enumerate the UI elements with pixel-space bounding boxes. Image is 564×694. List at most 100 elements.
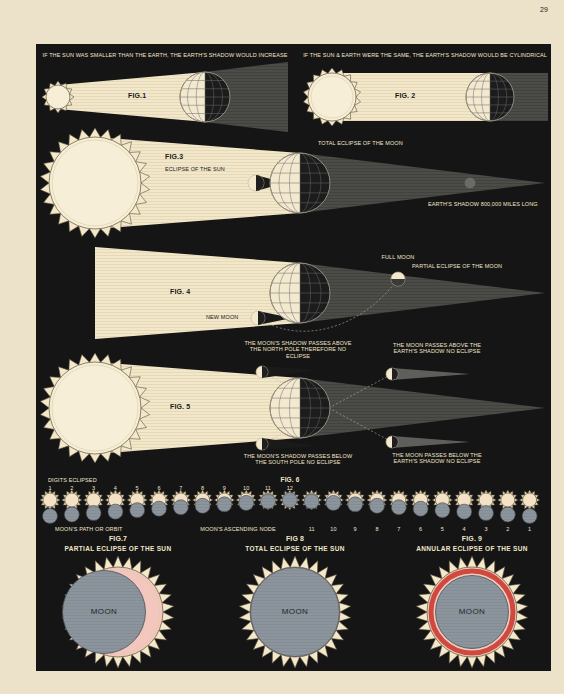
digit-number: 7 [397, 526, 400, 532]
earth-parallel [181, 88, 228, 89]
earth-parallel [277, 427, 322, 428]
earth-parallel [270, 183, 330, 184]
moon-disk [386, 436, 398, 448]
earth-outline [180, 72, 230, 122]
caption-text: IF THE SUN WAS SMALLER THAN THE EARTH, T… [43, 52, 288, 58]
moon-disk [256, 366, 268, 378]
moon-symbol [386, 368, 398, 380]
figure-label: FIG. 4 [170, 288, 190, 296]
sun-disk [250, 567, 340, 657]
digit-number: 11 [309, 526, 315, 532]
sun-rays [40, 353, 149, 463]
sun-rays [520, 490, 540, 510]
figure-label: FIG. 2 [395, 92, 415, 100]
full-moon [391, 272, 405, 286]
caption-text: MOON'S PATH OR ORBIT [55, 526, 123, 532]
figure-label: FIG.1 [128, 92, 146, 100]
sun-node: ANNULAR ECLIPSE OF THE SUNMOON [416, 556, 528, 668]
earth-parallel [272, 302, 329, 303]
caption-text: TOTAL ECLIPSE OF THE MOON [318, 140, 403, 146]
eclipse-title: PARTIAL ECLIPSE OF THE SUN [65, 545, 172, 552]
digit-number: 4 [463, 526, 466, 532]
digit-number: 6 [419, 526, 422, 532]
caption-text: ECLIPSE OF THE SUN [165, 166, 225, 172]
digit-number: 7 [179, 485, 182, 491]
moon-shadow [262, 438, 318, 450]
sun-rays [323, 490, 343, 510]
caption-text: EARTH'S SHADOW 800,000 MILES LONG [428, 201, 538, 207]
figure-label: FIG 8 [286, 535, 304, 543]
caption-text: THE MOON PASSES BELOW THE EARTH'S SHADOW… [390, 452, 485, 465]
moon-shadow [392, 368, 470, 380]
moon-disk [435, 503, 450, 518]
caption-text: MOON'S ASCENDING NODE [200, 526, 275, 532]
plate [36, 44, 551, 671]
digit-number: 9 [223, 485, 226, 491]
moon-disk [413, 501, 428, 516]
moon-label: MOON [91, 607, 118, 616]
moon-label: MOON [282, 607, 309, 616]
caption-text: PARTIAL ECLIPSE OF THE MOON [412, 263, 502, 269]
earth-globe [270, 263, 330, 323]
figure-2 [303, 68, 548, 126]
moon-disk [386, 368, 398, 380]
sun-disk [427, 567, 517, 657]
digit-number: 12 [287, 485, 293, 491]
digit-number: 2 [70, 485, 73, 491]
moon-eclipsed-part [391, 279, 405, 286]
sun-inner-ring [52, 140, 138, 226]
moon-orbit [262, 372, 392, 442]
eclipsed-moon [465, 178, 475, 188]
earth-parallel [180, 97, 230, 98]
earth-parallel [472, 81, 508, 82]
eclipse-title: TOTAL ECLIPSE OF THE SUN [245, 545, 345, 552]
moon-disk [261, 494, 276, 509]
earth-parallel [270, 408, 330, 409]
moon-disk [370, 498, 385, 513]
moon-dark-half [256, 175, 264, 191]
moon-disk [256, 438, 268, 450]
earth-parallel [277, 202, 322, 203]
figure-4 [95, 247, 545, 339]
earth-shadow [300, 153, 545, 213]
moon-dark-half [258, 311, 265, 325]
moon-orbit [262, 374, 392, 444]
sun-rays [62, 556, 173, 668]
moon-dark-half [262, 366, 268, 378]
moon-disk [391, 500, 406, 515]
digit-number: 3 [92, 485, 95, 491]
digit-number: 5 [136, 485, 139, 491]
earth-parallel [467, 89, 512, 90]
figure-label: FIG.3 [165, 153, 183, 161]
earth-outline [270, 378, 330, 438]
sun-rays [302, 490, 322, 510]
sun-rays [40, 490, 60, 510]
sun-rays [239, 556, 350, 668]
earth-parallel [277, 388, 322, 389]
moon-disk [479, 506, 494, 521]
sun-node: PARTIAL ECLIPSE OF THE SUNMOON [62, 556, 174, 668]
moon-symbol [386, 436, 398, 448]
sun-disk [49, 137, 141, 229]
moon-disk [304, 494, 319, 509]
moon-disk [217, 497, 232, 512]
earth-shadow [300, 378, 545, 438]
earth-parallel [277, 273, 322, 274]
earth-outline [270, 263, 330, 323]
annular-ring [431, 571, 513, 653]
sun-rays [258, 490, 278, 510]
moon-disk [251, 311, 265, 325]
moon-disk [43, 509, 58, 524]
figure-6 [40, 490, 540, 524]
earth-parallel [272, 192, 329, 193]
caption-text: IF THE SUN & EARTH WERE THE SAME, THE EA… [303, 52, 547, 58]
moon-node: MOON [62, 570, 146, 654]
moon-disk [436, 576, 509, 649]
earth-parallel [466, 97, 514, 98]
sun-disk [65, 493, 79, 507]
moon-disk [239, 495, 254, 510]
moon-disk [64, 507, 79, 522]
moon-dark-half [392, 368, 398, 380]
moon-disk [251, 568, 340, 657]
